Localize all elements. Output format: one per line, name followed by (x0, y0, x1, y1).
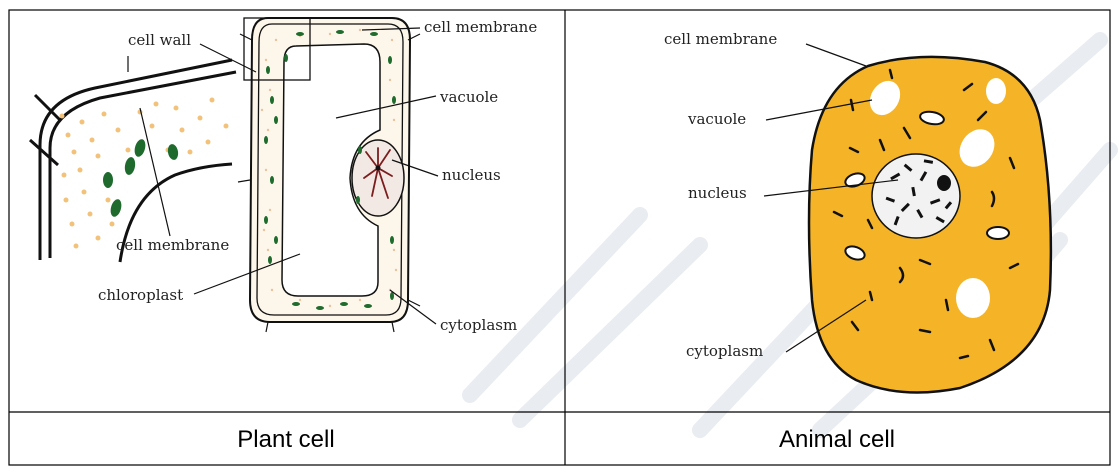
inset-magnified-wall (30, 60, 236, 262)
label-cell-wall: cell wall (128, 31, 191, 49)
label-vacuole-animal: vacuole (687, 110, 746, 128)
caption-plant-cell: Plant cell (237, 426, 334, 453)
label-nucleus-plant: nucleus (442, 166, 501, 184)
plant-cell (238, 18, 420, 332)
label-cytoplasm-plant: cytoplasm (440, 316, 517, 334)
plant-cell-diagram: cell wall cell membrane vacuole nucleus … (30, 18, 537, 334)
label-cytoplasm-animal: cytoplasm (686, 342, 763, 360)
label-vacuole-plant: vacuole (439, 88, 498, 106)
animal-nucleus (872, 154, 960, 238)
label-cell-membrane-animal: cell membrane (664, 30, 777, 48)
label-cell-membrane-top: cell membrane (424, 18, 537, 36)
label-cell-membrane-inset: cell membrane (116, 236, 229, 254)
caption-animal-cell: Animal cell (779, 426, 895, 453)
label-chloroplast: chloroplast (98, 286, 183, 304)
animal-cell-diagram: cell membrane vacuole nucleus cytoplasm (664, 30, 1051, 393)
label-nucleus-animal: nucleus (688, 184, 747, 202)
